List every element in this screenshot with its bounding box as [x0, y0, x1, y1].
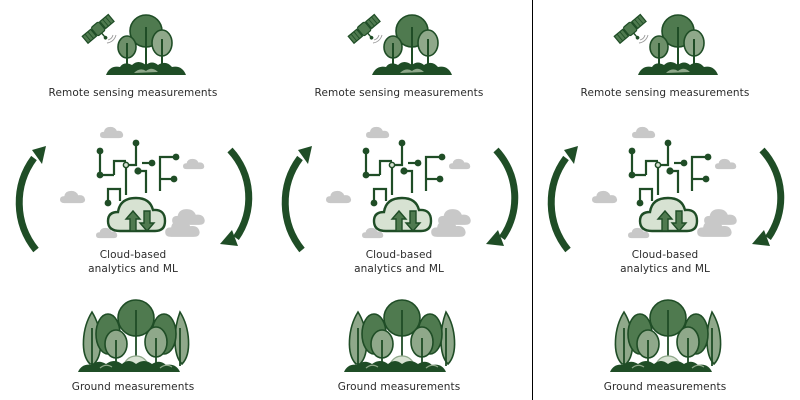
gray-cloud-icon: [366, 126, 390, 139]
satellite-icon: [612, 13, 652, 46]
trees-icon: [104, 13, 188, 77]
ground-measurements-label: Ground measurements: [71, 381, 195, 393]
cloud-analytics-label: Cloud-based analytics and ML: [532, 248, 798, 276]
ground-measurements-label: Ground measurements: [337, 381, 461, 393]
curved-arrow-icon: [15, 146, 46, 253]
satellite-icon: [80, 13, 120, 46]
gray-cloud-icon: [183, 158, 205, 170]
forest-icon: [343, 299, 456, 373]
gray-cloud-icon: [60, 190, 86, 204]
cloud-label-line1: Cloud-based: [631, 249, 699, 261]
cloud-label-line1: Cloud-based: [99, 249, 167, 261]
curved-arrow-icon: [547, 146, 578, 253]
curved-arrow-icon: [752, 147, 785, 246]
satellite-icon: [346, 13, 386, 46]
gray-cloud-icon: [592, 190, 618, 204]
cloud-analytics-label: Cloud-based analytics and ML: [266, 248, 532, 276]
gray-cloud-icon: [326, 190, 352, 204]
cloud-network-icon: [361, 138, 447, 233]
cloud-label-line2: analytics and ML: [354, 263, 444, 275]
panel-1: Remote sensing measurements Cloud-based …: [0, 0, 266, 400]
cloud-label-line2: analytics and ML: [88, 263, 178, 275]
panel-divider: [532, 0, 533, 400]
remote-sensing-label: Remote sensing measurements: [48, 87, 218, 99]
ground-measurements-label: Ground measurements: [603, 381, 727, 393]
panel-3-art: [547, 13, 785, 373]
gray-cloud-icon: [715, 158, 737, 170]
panel-2: Remote sensing measurements Cloud-based …: [266, 0, 532, 400]
remote-sensing-label: Remote sensing measurements: [314, 87, 484, 99]
trees-icon: [370, 13, 454, 77]
forest-icon: [77, 299, 190, 373]
cloud-network-icon: [95, 138, 181, 233]
remote-sensing-label: Remote sensing measurements: [580, 87, 750, 99]
curved-arrow-icon: [220, 147, 253, 246]
cloud-label-line2: analytics and ML: [620, 263, 710, 275]
gray-cloud-icon: [449, 158, 471, 170]
cloud-label-line1: Cloud-based: [365, 249, 433, 261]
cloud-analytics-label: Cloud-based analytics and ML: [0, 248, 266, 276]
forest-icon: [609, 299, 722, 373]
panel-2-art: [281, 13, 519, 373]
gray-cloud-icon: [100, 126, 124, 139]
cloud-network-icon: [627, 138, 713, 233]
trees-icon: [636, 13, 720, 77]
panel-3: Remote sensing measurements Cloud-based …: [532, 0, 800, 400]
gray-cloud-icon: [632, 126, 656, 139]
panel-1-art: [15, 13, 253, 373]
curved-arrow-icon: [281, 146, 312, 253]
curved-arrow-icon: [486, 147, 519, 246]
